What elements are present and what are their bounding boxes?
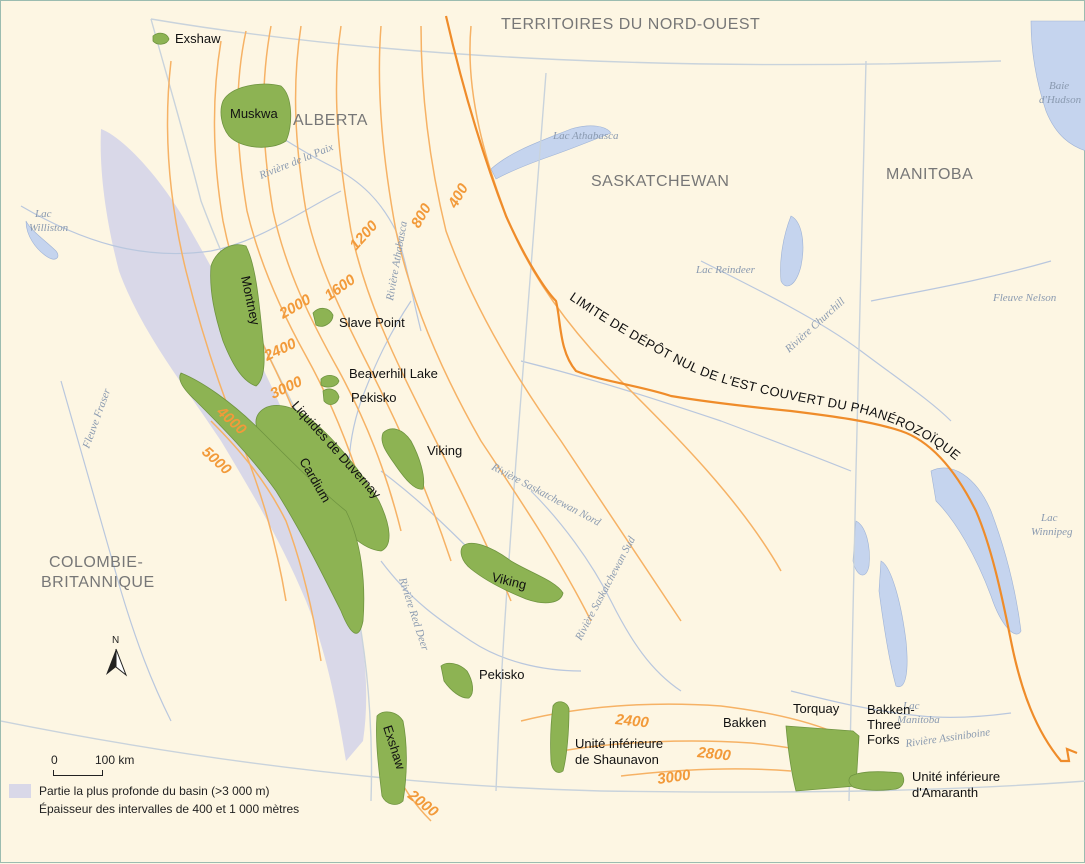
scale-bar-line	[53, 770, 103, 776]
water-bodies	[25, 20, 1085, 688]
label-play-pekisko-south: Pekisko	[479, 667, 525, 682]
label-assiniboine: Rivière Assiniboine	[904, 726, 991, 750]
label-lac-winnipeg-2: Winnipeg	[1031, 526, 1073, 538]
play-torquay-bakken	[785, 725, 860, 792]
label-lac-reindeer: Lac Reindeer	[695, 264, 756, 276]
label-baie-hudson-1: Baie	[1049, 80, 1069, 92]
legend-text-deep-basin: Partie la plus profonde du basin (>3 000…	[39, 784, 270, 798]
label-lac-athabasca: Lac Athabasca	[552, 130, 619, 142]
label-play-shaunavon-2: de Shaunavon	[575, 752, 659, 767]
label-nwt: TERRITOIRES DU NORD-OUEST	[501, 16, 760, 33]
label-bc-line1: COLOMBIE-	[49, 554, 143, 571]
iso-label-s3000: 3000	[656, 766, 692, 788]
legend-swatch-deep-basin	[9, 784, 31, 798]
legend-row-deep-basin: Partie la plus profonde du basin (>3 000…	[9, 782, 409, 800]
play-beaverhill-lake	[320, 375, 340, 388]
border-sk-mb	[848, 60, 867, 802]
label-play-bakken: Bakken	[723, 715, 766, 730]
play-montney	[210, 244, 265, 387]
lac-winnipeg	[930, 467, 1022, 635]
play-viking-south	[460, 542, 564, 604]
label-play-btf-3: Forks	[867, 732, 900, 747]
label-manitoba: MANITOBA	[886, 166, 973, 183]
label-play-viking-north: Viking	[427, 443, 462, 458]
label-lac-winnipeg-1: Lac	[1040, 512, 1058, 524]
legend: Partie la plus profonde du basin (>3 000…	[9, 782, 409, 818]
north-arrow-icon: N	[106, 635, 128, 677]
label-play-btf-1: Bakken-	[867, 702, 915, 717]
label-riviere-churchill: Rivière Churchill	[782, 296, 847, 356]
label-play-amaranth-1: Unité inférieure	[912, 769, 1000, 784]
label-sask-sud: Rivière Saskatchewan Sud	[573, 534, 639, 643]
scale-label: 100 km	[95, 753, 135, 767]
label-riviere-athabasca: Rivière Athabasca	[384, 220, 410, 303]
plays	[152, 32, 905, 805]
lac-athabasca	[490, 125, 612, 180]
lac-winnipegosis	[852, 520, 870, 576]
lac-reindeer	[780, 215, 804, 287]
lac-manitoba	[878, 560, 908, 688]
zero-edge-limit-line	[444, 15, 1078, 763]
label-alberta: ALBERTA	[293, 112, 368, 129]
label-baie-hudson-2: d'Hudson	[1039, 94, 1082, 106]
label-lac-williston-2: Williston	[29, 222, 69, 234]
label-fleuve-nelson: Fleuve Nelson	[992, 292, 1057, 304]
label-play-amaranth-2: d'Amaranth	[912, 785, 978, 800]
play-muskwa	[220, 83, 292, 148]
iso-label-400: 400	[444, 180, 472, 212]
label-saskatchewan: SASKATCHEWAN	[591, 173, 729, 190]
label-lac-williston-1: Lac	[34, 208, 52, 220]
scale-zero: 0	[51, 753, 58, 767]
north-arrow-label: N	[112, 635, 119, 646]
label-fleuve-fraser: Fleuve Fraser	[80, 386, 113, 451]
iso-label-2000: 2000	[276, 291, 315, 323]
play-slave-point	[312, 307, 334, 327]
rivers	[20, 110, 1052, 722]
provincial-borders	[1, 18, 1085, 802]
iso-label-800: 800	[408, 200, 436, 231]
border-us	[1, 720, 1085, 793]
label-play-muskwa: Muskwa	[230, 106, 278, 121]
play-amaranth	[848, 771, 905, 791]
label-play-shaunavon-1: Unité inférieure	[575, 736, 663, 751]
legend-row-isopach: Épaisseur des intervalles de 400 et 1 00…	[9, 800, 409, 818]
play-pekisko-south	[440, 662, 473, 699]
label-play-btf-2: Three	[867, 717, 901, 732]
lac-williston	[25, 220, 59, 260]
label-play-pekisko-north: Pekisko	[351, 390, 397, 405]
play-pekisko-north	[322, 388, 340, 405]
play-exshaw-north	[152, 32, 170, 45]
label-play-torquay: Torquay	[793, 701, 840, 716]
label-zero-edge-limit: LIMITE DE DÉPÔT NUL DE L'EST COUVERT DU …	[567, 289, 963, 463]
label-play-beaverhill-lake: Beaverhill Lake	[349, 366, 438, 381]
play-exshaw-south	[376, 711, 407, 805]
iso-label-1200: 1200	[346, 217, 381, 254]
border-ab-sk	[495, 72, 547, 792]
label-lac-manitoba-2: Manitoba	[896, 714, 940, 726]
iso-label-s2400: 2400	[614, 711, 651, 732]
label-lac-manitoba-1: Lac	[902, 700, 920, 712]
iso-label-s2800: 2800	[696, 744, 733, 765]
play-shaunavon	[550, 701, 570, 773]
border-nwt	[150, 18, 1002, 66]
play-cardium	[179, 372, 365, 634]
label-red-deer: Rivière Red Deer	[396, 575, 431, 653]
baie-hudson	[1030, 20, 1085, 151]
label-play-slave-point: Slave Point	[339, 315, 405, 330]
iso-label-1600: 1600	[322, 271, 360, 304]
label-play-exshaw-north: Exshaw	[175, 31, 221, 46]
iso-label-s2000: 2000	[404, 786, 442, 821]
label-zero-edge-limit-path: LIMITE DE DÉPÔT NUL DE L'EST COUVERT DU …	[567, 289, 963, 463]
iso-label-2400: 2400	[261, 335, 300, 365]
legend-text-isopach: Épaisseur des intervalles de 400 et 1 00…	[39, 802, 300, 816]
label-bc-line2: BRITANNIQUE	[41, 574, 155, 591]
play-viking-north	[381, 428, 425, 490]
label-sask-nord: Rivière Saskatchewan Nord	[489, 461, 603, 529]
